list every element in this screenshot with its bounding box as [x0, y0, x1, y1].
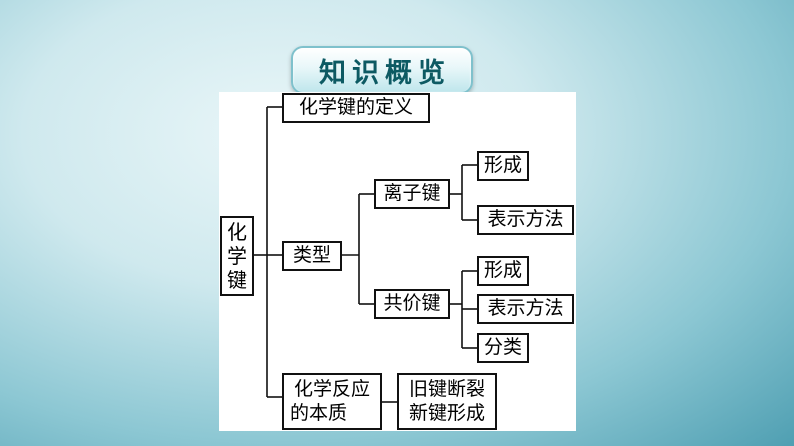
covalent-formation-node: 形成: [477, 256, 529, 286]
ionic-representation-node: 表示方法: [477, 205, 574, 235]
covalent-representation-node: 表示方法: [477, 294, 574, 324]
definition-node: 化学键的定义: [282, 93, 430, 123]
essence-detail-line1: 旧键断裂: [408, 377, 485, 400]
essence-detail-line2: 新键形成: [408, 401, 485, 424]
covalent-representation-node-label: 表示方法: [487, 297, 564, 320]
types-node-label: 类型: [292, 244, 331, 267]
title-banner: 知识概览: [291, 46, 473, 94]
ionic-formation-node: 形成: [477, 151, 529, 181]
covalent-bond-node-label: 共价键: [383, 292, 441, 315]
definition-node-label: 化学键的定义: [298, 96, 413, 119]
ionic-bond-node-label: 离子键: [383, 182, 441, 205]
root-node-label: 化学键: [227, 220, 247, 292]
connector-lines: [252, 106, 477, 403]
essence-detail-node: 旧键断裂 新键形成: [397, 373, 497, 430]
reaction-essence-line1: 化学反应: [293, 377, 370, 400]
title-text: 知识概览: [319, 57, 451, 89]
covalent-formation-node-label: 形成: [483, 259, 522, 282]
ionic-bond-node: 离子键: [374, 179, 450, 209]
ionic-representation-node-label: 表示方法: [487, 208, 564, 231]
covalent-classification-node: 分类: [477, 333, 529, 363]
types-node: 类型: [282, 241, 342, 271]
covalent-bond-node: 共价键: [374, 289, 450, 319]
ionic-formation-node-label: 形成: [483, 154, 522, 177]
root-node: 化学键: [220, 216, 254, 296]
reaction-essence-line2: 的本质: [290, 401, 348, 424]
covalent-classification-node-label: 分类: [483, 336, 522, 359]
reaction-essence-node: 化学反应 的本质: [282, 373, 382, 430]
concept-map-panel: 化学键 化学键的定义 类型 离子键 形成 表示方法 共价键 形成 表示方法 分类…: [219, 92, 576, 431]
